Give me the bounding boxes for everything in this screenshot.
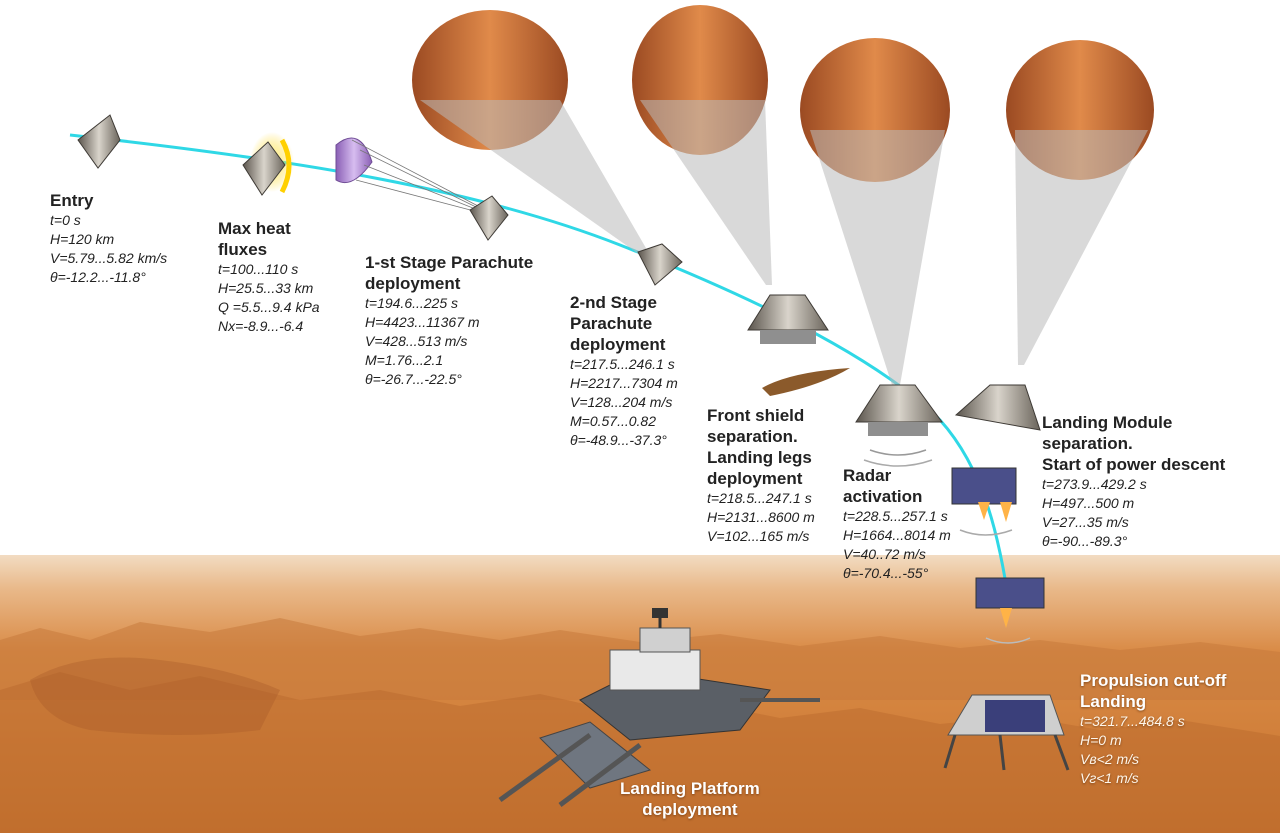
stage-radar: Radar activation t=228.5...257.1 s H=166… bbox=[843, 465, 951, 583]
stage-touchdown-title: Propulsion cut-off bbox=[1080, 671, 1227, 690]
stage-platform-title: Landing Platform bbox=[620, 779, 760, 798]
stage-landing-module-title: Landing Module bbox=[1042, 413, 1173, 432]
stage-max-heat-param: Nx=-8.9...-6.4 bbox=[218, 318, 304, 334]
stage-entry-param: t=0 s bbox=[50, 212, 81, 228]
stage-first-parachute-param: M=1.76...2.1 bbox=[365, 352, 444, 368]
stage-front-shield: Front shield separation. Landing legs de… bbox=[707, 405, 815, 546]
stage-second-parachute: 2-nd Stage Parachute deployment t=217.5.… bbox=[570, 292, 678, 450]
stage-landing-module-param: H=497...500 m bbox=[1042, 495, 1135, 511]
stage-second-parachute-param: t=217.5...246.1 s bbox=[570, 356, 675, 372]
stage-touchdown-title: Landing bbox=[1080, 692, 1147, 711]
stage-touchdown-param: Vв<2 m/s bbox=[1080, 751, 1140, 767]
stage-touchdown-param: Vг<1 m/s bbox=[1080, 770, 1139, 786]
stage-radar-title: activation bbox=[843, 487, 923, 506]
second-stage-parachute-icon bbox=[412, 10, 683, 286]
stage-landing-module-param: V=27...35 m/s bbox=[1042, 514, 1129, 530]
stage-second-parachute-param: V=128...204 m/s bbox=[570, 394, 673, 410]
stage-second-parachute-param: H=2217...7304 m bbox=[570, 375, 678, 391]
stage-touchdown-param: H=0 m bbox=[1080, 732, 1122, 748]
stage-landing-module-title: separation. bbox=[1042, 434, 1133, 453]
stage-first-parachute-param: θ=-26.7...-22.5° bbox=[365, 371, 462, 387]
stage-front-shield-title: Landing legs bbox=[707, 448, 812, 467]
stage-entry-param: H=120 km bbox=[50, 231, 115, 247]
stage-platform-title: deployment bbox=[642, 800, 738, 819]
stage-front-shield-param: V=102...165 m/s bbox=[707, 528, 810, 544]
stage-entry: Entry t=0 s H=120 km V=5.79...5.82 km/s … bbox=[50, 190, 167, 287]
stage-max-heat: Max heat fluxes t=100...110 s H=25.5...3… bbox=[218, 218, 320, 336]
stage-radar-param: t=228.5...257.1 s bbox=[843, 508, 948, 524]
stage-front-shield-title: deployment bbox=[707, 469, 803, 488]
stage-max-heat-param: H=25.5...33 km bbox=[218, 280, 314, 296]
stage-touchdown-param: t=321.7...484.8 s bbox=[1080, 713, 1185, 729]
stage-radar-title: Radar bbox=[843, 466, 892, 485]
landed-module-icon bbox=[943, 694, 1070, 771]
stage-entry-param: V=5.79...5.82 km/s bbox=[50, 250, 168, 266]
stage-front-shield-param: H=2131...8600 m bbox=[707, 509, 815, 525]
stage-front-shield-title: separation. bbox=[707, 427, 798, 446]
stage-first-parachute-param: t=194.6...225 s bbox=[365, 295, 459, 311]
stage-first-parachute-title: deployment bbox=[365, 274, 461, 293]
stage-radar-param: V=40..72 m/s bbox=[843, 546, 926, 562]
stage-landing-module-title: Start of power descent bbox=[1042, 455, 1226, 474]
stage-landing-module-param: t=273.9...429.2 s bbox=[1042, 476, 1147, 492]
stage-entry-title: Entry bbox=[50, 191, 94, 210]
stage-max-heat-param: Q =5.5...9.4 kPa bbox=[218, 299, 320, 315]
stage-second-parachute-title: Parachute bbox=[570, 314, 653, 333]
entry-capsule-icon bbox=[77, 114, 121, 169]
stage-max-heat-title: fluxes bbox=[218, 240, 268, 259]
landing-module-parachute-icon bbox=[954, 40, 1154, 431]
stage-second-parachute-param: θ=-48.9...-37.3° bbox=[570, 432, 667, 448]
landing-platform-icon bbox=[498, 608, 820, 807]
powered-descent-lander-icon bbox=[951, 467, 1045, 644]
radar-parachute-icon bbox=[800, 38, 950, 467]
stage-landing-module-param: θ=-90...-89.3° bbox=[1042, 533, 1128, 549]
stage-first-parachute-param: H=4423...11367 m bbox=[365, 314, 480, 330]
stage-entry-param: θ=-12.2...-11.8° bbox=[50, 269, 146, 285]
stage-front-shield-title: Front shield bbox=[707, 406, 805, 425]
stage-first-parachute: 1-st Stage Parachute deployment t=194.6.… bbox=[365, 252, 533, 389]
heat-shield-capsule-icon bbox=[242, 132, 294, 196]
stage-touchdown: Propulsion cut-off Landing t=321.7...484… bbox=[1080, 670, 1226, 788]
stage-second-parachute-title: deployment bbox=[570, 335, 666, 354]
stage-second-parachute-param: M=0.57...0.82 bbox=[570, 413, 657, 429]
stage-max-heat-title: Max heat bbox=[218, 219, 291, 238]
stage-max-heat-param: t=100...110 s bbox=[218, 261, 299, 277]
stage-second-parachute-title: 2-nd Stage bbox=[570, 293, 657, 312]
stage-first-parachute-title: 1-st Stage Parachute bbox=[365, 253, 534, 272]
stage-first-parachute-param: V=428...513 m/s bbox=[365, 333, 468, 349]
stage-front-shield-param: t=218.5...247.1 s bbox=[707, 490, 812, 506]
stage-radar-param: θ=-70.4...-55° bbox=[843, 565, 929, 581]
front-shield-parachute-icon bbox=[632, 5, 850, 396]
stage-platform: Landing Platform deployment bbox=[620, 778, 760, 820]
stage-radar-param: H=1664...8014 m bbox=[843, 527, 951, 543]
stage-landing-module: Landing Module separation. Start of powe… bbox=[1042, 412, 1225, 551]
first-stage-parachute-icon bbox=[335, 137, 509, 241]
